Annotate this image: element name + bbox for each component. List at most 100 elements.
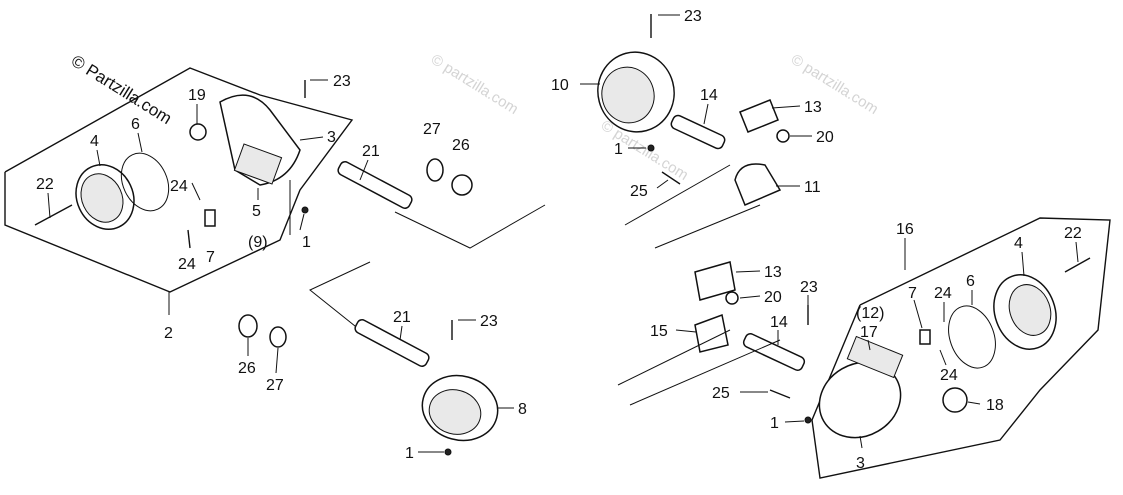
wire-right-a bbox=[617, 329, 731, 386]
callout-12: (12) bbox=[856, 305, 884, 322]
callout-10: 10 bbox=[551, 77, 569, 94]
wire-top-b bbox=[654, 204, 761, 249]
callout-8: 8 bbox=[518, 401, 527, 418]
callout-3: 3 bbox=[327, 129, 336, 146]
callout-5: 5 bbox=[252, 203, 261, 220]
callout-4: 4 bbox=[90, 133, 99, 150]
callout-13-top: 13 bbox=[804, 99, 822, 116]
screw-1-bottom bbox=[444, 448, 452, 456]
clip-7-right bbox=[919, 329, 931, 345]
callout-15: 15 bbox=[650, 323, 668, 340]
screw-22-right bbox=[1064, 257, 1091, 273]
bulb-right bbox=[942, 387, 968, 413]
wire-left bbox=[394, 204, 546, 249]
screw-1-top bbox=[647, 144, 655, 152]
screw-1-right bbox=[804, 416, 812, 424]
callout-1-bottom: 1 bbox=[405, 445, 414, 462]
assembly-outline-right bbox=[811, 217, 1111, 479]
bracket-11 bbox=[734, 163, 782, 206]
callout-20-right: 20 bbox=[764, 289, 782, 306]
callout-23-top: 23 bbox=[684, 8, 702, 25]
callout-13-right: 13 bbox=[764, 264, 782, 281]
screw-25-top bbox=[661, 171, 681, 185]
watermark-faint-1: © partzilla.com bbox=[428, 51, 521, 118]
stay-left bbox=[337, 161, 413, 209]
callout-17: 17 bbox=[860, 324, 878, 341]
bracket-13-right bbox=[694, 261, 736, 301]
gasket-right bbox=[948, 305, 996, 369]
callout-23-right: 23 bbox=[800, 279, 818, 296]
callout-23: 23 bbox=[333, 73, 351, 90]
socket-left bbox=[233, 143, 283, 185]
screw-25-right bbox=[769, 389, 791, 399]
callout-27-bottom: 27 bbox=[266, 377, 284, 394]
winker-8-lens bbox=[428, 389, 482, 435]
left-assembly: 23 19 4 6 3 22 24 5 (9) 24 7 1 21 27 26 … bbox=[4, 67, 546, 342]
stay-14-top bbox=[670, 114, 726, 150]
lens-left-inner bbox=[80, 173, 124, 223]
callout-25-top: 25 bbox=[630, 183, 648, 200]
callout-22-right: 22 bbox=[1064, 225, 1082, 242]
callout-23-bottom: 23 bbox=[480, 313, 498, 330]
nut-left bbox=[451, 174, 473, 196]
nut-26-bottom bbox=[238, 314, 258, 338]
callout-9: (9) bbox=[248, 234, 268, 251]
screw-1-left bbox=[301, 206, 309, 214]
callout-3-right: 3 bbox=[856, 455, 865, 472]
callout-14-right: 14 bbox=[770, 314, 788, 331]
stay-14-right bbox=[742, 333, 806, 371]
socket-right bbox=[846, 335, 904, 379]
callout-7-right: 7 bbox=[908, 285, 917, 302]
collar-20-top bbox=[776, 129, 790, 143]
callout-25-right: 25 bbox=[712, 385, 730, 402]
washer-27-bottom bbox=[269, 326, 287, 348]
watermark-faint-2: © partzilla.com bbox=[788, 51, 881, 118]
top-right-assembly: 23 10 14 13 20 1 25 11 bbox=[551, 8, 834, 249]
callout-1-top: 1 bbox=[614, 141, 623, 158]
callout-21-bottom: 21 bbox=[393, 309, 411, 326]
pin-24-left bbox=[187, 229, 191, 249]
callout-26: 26 bbox=[452, 137, 470, 154]
callout-7: 7 bbox=[206, 249, 215, 266]
wire-top-a bbox=[624, 164, 731, 226]
callout-11: 11 bbox=[804, 179, 821, 196]
wire-right-b bbox=[629, 339, 781, 406]
callout-24-upper: 24 bbox=[170, 178, 188, 195]
callout-14-top: 14 bbox=[700, 87, 718, 104]
callout-4-right: 4 bbox=[1014, 235, 1023, 252]
callout-19: 19 bbox=[188, 87, 206, 104]
wire-bottom bbox=[309, 261, 371, 331]
washer-left bbox=[426, 158, 444, 182]
callout-18: 18 bbox=[986, 397, 1004, 414]
bracket-13-top bbox=[739, 99, 779, 133]
bulb-left bbox=[189, 123, 207, 141]
callout-6: 6 bbox=[131, 116, 140, 133]
callout-21: 21 bbox=[362, 143, 380, 160]
clip-7-left bbox=[204, 209, 216, 227]
callout-16: 16 bbox=[896, 221, 914, 238]
callout-20-top: 20 bbox=[816, 129, 834, 146]
lens-right-inner bbox=[1008, 284, 1052, 336]
collar-20-right bbox=[725, 291, 739, 305]
callout-24-right-upper: 24 bbox=[934, 285, 952, 302]
callout-22: 22 bbox=[36, 176, 54, 193]
callout-1-right: 1 bbox=[770, 415, 779, 432]
callout-24-lower: 24 bbox=[178, 256, 196, 273]
callout-1: 1 bbox=[302, 234, 311, 251]
assembly-outline-left bbox=[4, 67, 354, 293]
winker-10-lens bbox=[601, 66, 655, 124]
callout-24-right-lower: 24 bbox=[940, 367, 958, 384]
gasket-left bbox=[120, 152, 170, 212]
screw-22-left bbox=[34, 204, 73, 226]
callout-2: 2 bbox=[164, 325, 173, 342]
callout-26-bottom: 26 bbox=[238, 360, 256, 377]
stay-bottom bbox=[354, 319, 430, 367]
housing-right bbox=[818, 361, 902, 439]
right-assembly: 16 4 22 13 20 23 7 24 6 (12) 15 14 17 24… bbox=[617, 217, 1111, 479]
bottom-mid-assembly: 21 23 26 27 8 1 bbox=[238, 261, 527, 462]
callout-6-right: 6 bbox=[966, 273, 975, 290]
callout-27: 27 bbox=[423, 121, 441, 138]
watermark-main: © Partzilla.com bbox=[68, 51, 175, 128]
